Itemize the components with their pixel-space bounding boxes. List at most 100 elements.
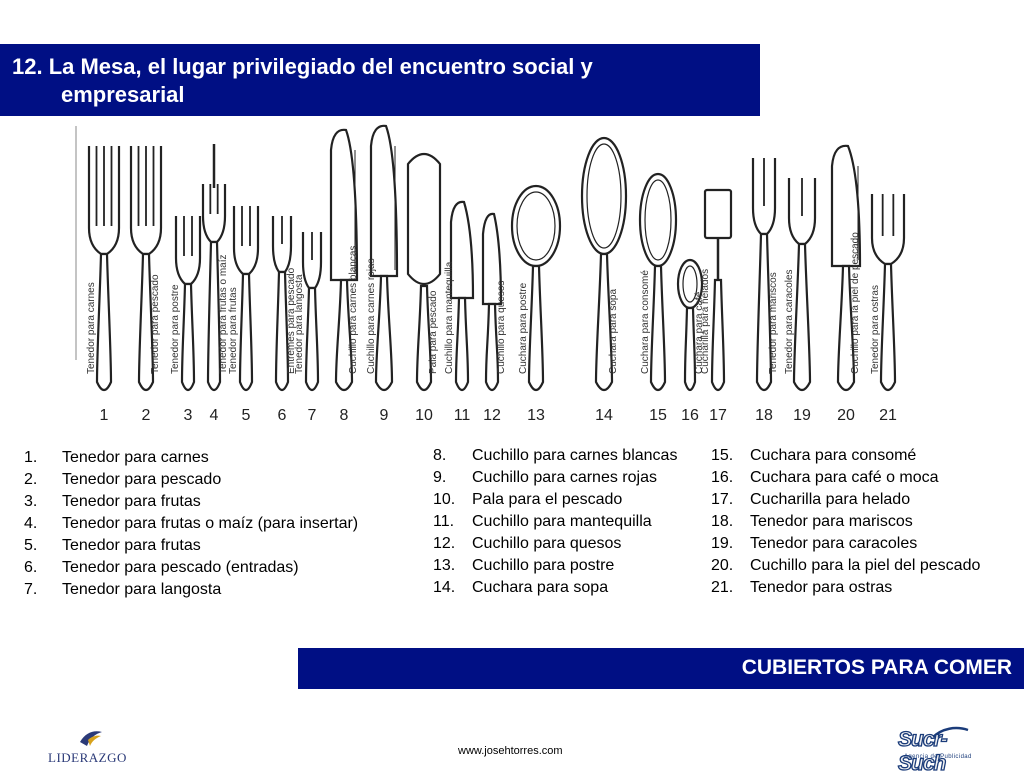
page-title-line-1: 12. La Mesa, el lugar privilegiado del e… xyxy=(12,54,593,79)
list-item-number: 20. xyxy=(711,557,734,574)
cutlery-label: Tenedor para frutas o maíz xyxy=(218,254,229,374)
liderazgo-logo: LIDERAZGO xyxy=(48,728,138,765)
cutlery-piece xyxy=(271,216,293,392)
list-item-text: Cuchillo para quesos xyxy=(472,535,622,552)
list-item-number: 10. xyxy=(433,491,456,508)
list-item: 15. Cuchara para consomé xyxy=(703,445,1003,467)
list-item-text: Cuchillo para mantequilla xyxy=(472,513,652,530)
cutlery-piece xyxy=(870,194,906,392)
cutlery-label: Cuchara para café xyxy=(694,291,705,374)
cutlery-label: Tenedor para mariscos xyxy=(768,272,779,374)
list-item-number: 1. xyxy=(24,449,38,466)
cutlery-number: 19 xyxy=(793,407,811,424)
list-item-number: 17. xyxy=(711,491,734,508)
cutlery-number: 15 xyxy=(649,407,667,424)
list-item-number: 19. xyxy=(711,535,734,552)
cutlery-label: Cuchara para consomé xyxy=(640,270,651,374)
sucr-such-logo-tagline: Agencia de Publicidad xyxy=(904,754,972,760)
list-item-number: 2. xyxy=(24,471,38,488)
cutlery-label: Tenedor para ostras xyxy=(870,285,881,374)
list-item-text: Tenedor para frutas o maíz (para inserta… xyxy=(62,515,359,532)
list-item-text: Cuchara para consomé xyxy=(750,447,917,464)
cutlery-label: Cuchillo para carnes rojas xyxy=(366,258,377,374)
list-item-text: Cuchillo para carnes blancas xyxy=(472,447,678,464)
list-item-number: 5. xyxy=(24,537,38,554)
list-item: 18. Tenedor para mariscos xyxy=(703,511,1003,533)
cutlery-number: 4 xyxy=(210,407,219,424)
cutlery-label: Tenedor para caracoles xyxy=(784,269,795,374)
cutlery-number: 9 xyxy=(380,407,389,424)
cutlery-number: 13 xyxy=(527,407,545,424)
cutlery-number: 20 xyxy=(837,407,855,424)
list-item-number: 15. xyxy=(711,447,734,464)
cutlery-list-1: 1.Tenedor para carnes 2. Tenedor para pesc… xyxy=(16,447,416,601)
cutlery-number: 2 xyxy=(142,407,151,424)
list-item-text: Cuchara para sopa xyxy=(472,579,609,596)
cutlery-piece xyxy=(751,158,777,392)
cutlery-piece xyxy=(174,216,202,392)
list-item-number: 6. xyxy=(24,559,38,576)
cutlery-piece xyxy=(369,124,399,392)
cutlery-label: Tenedor para frutas xyxy=(228,287,239,374)
list-item: 13. Cuchillo para postre xyxy=(425,555,695,577)
list-item: 19. Tenedor para caracoles xyxy=(703,533,1003,555)
list-item-number: 18. xyxy=(711,513,734,530)
cutlery-piece xyxy=(830,144,862,392)
cutlery-label: Tenedor para postre xyxy=(170,284,181,374)
cutlery-piece xyxy=(129,146,163,392)
list-item-number: 13. xyxy=(433,557,456,574)
cutlery-label: Pala para pescado xyxy=(428,290,439,374)
list-item-text: Cuchillo para la piel del pescado xyxy=(750,557,981,574)
website-url: www.josehtorres.com xyxy=(458,745,563,757)
list-item-number: 9. xyxy=(433,469,447,486)
list-item-number: 21. xyxy=(711,579,734,596)
cutlery-number: 18 xyxy=(755,407,773,424)
list-item-text: Tenedor para caracoles xyxy=(750,535,918,552)
list-item: 4. Tenedor para frutas o maíz (para inser… xyxy=(16,513,416,535)
cutlery-piece xyxy=(232,206,260,392)
cutlery-piece xyxy=(406,152,442,392)
list-item-text: Tenedor para langosta xyxy=(62,581,222,598)
cutlery-label: Tenedor para pescado xyxy=(150,274,161,374)
list-item: 3.Tenedor para frutas xyxy=(16,491,416,513)
list-item: 16.Cuchara para café o moca xyxy=(703,467,1003,489)
list-item: 1.Tenedor para carnes xyxy=(16,447,416,469)
cutlery-piece xyxy=(703,188,733,392)
cutlery-number: 7 xyxy=(308,407,317,424)
list-item-text: Cuchillo para carnes rojas xyxy=(472,469,657,486)
bird-icon xyxy=(80,731,102,746)
cutlery-piece xyxy=(787,178,817,392)
list-item: 2. Tenedor para pescado xyxy=(16,469,416,491)
list-item-number: 4. xyxy=(24,515,38,532)
list-item-text: Cuchillo para postre xyxy=(472,557,615,574)
cutlery-piece xyxy=(201,144,227,392)
list-item-number: 3. xyxy=(24,493,38,510)
list-item-number: 11. xyxy=(433,513,455,530)
page-title-line-2: empresarial xyxy=(61,82,185,107)
cutlery-label: Cuchillo para mantequilla xyxy=(444,261,455,374)
list-item-text: Tenedor para mariscos xyxy=(750,513,913,530)
list-item-text: Tenedor para pescado xyxy=(62,471,222,488)
cutlery-number: 21 xyxy=(879,407,897,424)
sucr-such-logo-text: Sucr-Such xyxy=(897,727,948,775)
cutlery-piece xyxy=(87,146,121,392)
cutlery-piece xyxy=(449,200,475,392)
cutlery-number: 10 xyxy=(415,407,433,424)
cutlery-number: 8 xyxy=(340,407,349,424)
cutlery-label: Tenedor para langosta xyxy=(294,274,305,374)
list-item-number: 14. xyxy=(433,579,456,596)
cutlery-number: 14 xyxy=(595,407,613,424)
list-item: 9. Cuchillo para carnes rojas xyxy=(425,467,695,489)
section-banner-title: CUBIERTOS PARA COMER xyxy=(741,656,1012,679)
cutlery-piece xyxy=(301,232,323,392)
cutlery-label: Tenedor para carnes xyxy=(86,282,97,374)
list-item-text: Tenedor para frutas xyxy=(62,537,201,554)
cutlery-number: 6 xyxy=(278,407,287,424)
cutlery-piece xyxy=(481,212,503,392)
list-item: 7.Tenedor para langosta xyxy=(16,579,416,601)
cutlery-piece xyxy=(510,184,562,392)
list-item: 8.Cuchillo para carnes blancas xyxy=(425,445,695,467)
cutlery-label: Cucharilla para helados xyxy=(700,269,711,374)
cutlery-piece xyxy=(676,258,704,392)
